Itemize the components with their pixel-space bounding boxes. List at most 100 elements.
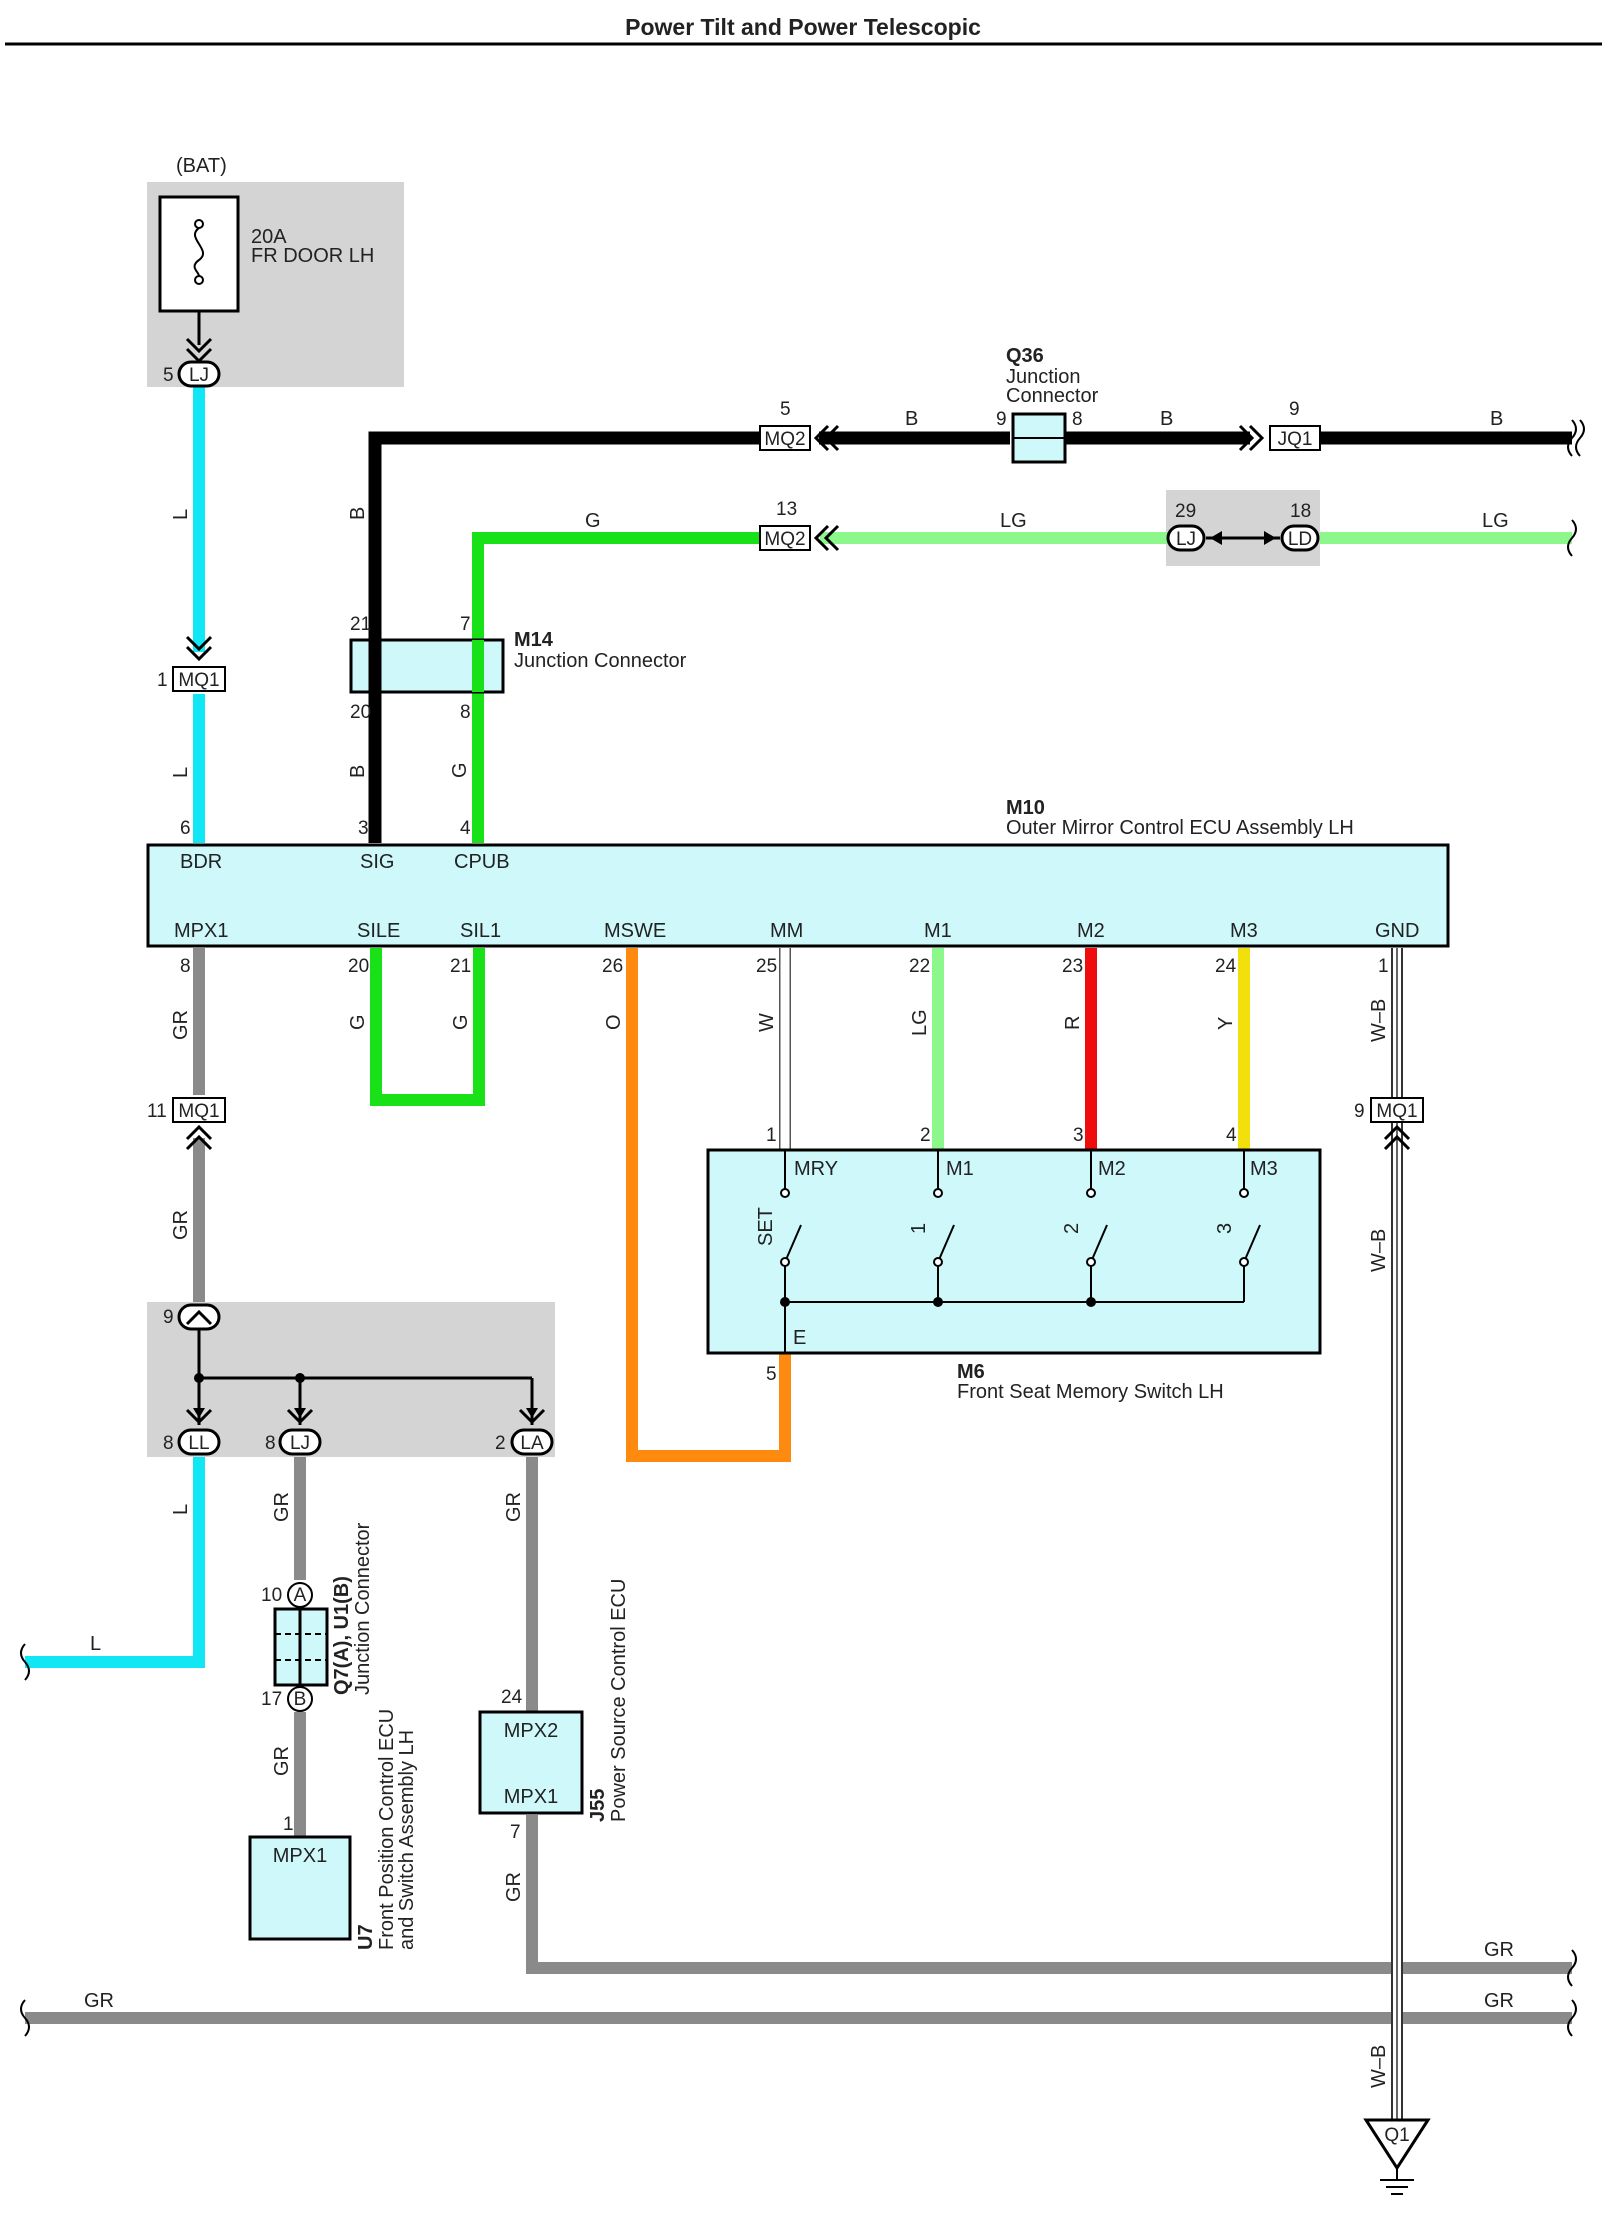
m6-junction-dot bbox=[780, 1297, 790, 1307]
pin-gnd: 1 bbox=[1378, 956, 1389, 977]
connector-lj-mid-label: LJ bbox=[1176, 529, 1196, 550]
fuse-icon bbox=[193, 227, 205, 277]
term-bdr: BDR bbox=[180, 851, 222, 873]
j55-name: Power Source Control ECU bbox=[608, 1579, 630, 1822]
wire-label-wb: W–B bbox=[1368, 999, 1390, 1042]
wire-label-b-m14: B bbox=[347, 507, 369, 520]
q36-name2: Connector bbox=[1006, 385, 1099, 407]
wire-label-o: O bbox=[603, 1014, 625, 1030]
q7-connector-b bbox=[287, 1686, 313, 1712]
pin-mq1-b: 11 bbox=[147, 1101, 167, 1122]
break-symbol-gr2 bbox=[1567, 1999, 1577, 2037]
m10-top-terminals: BDR SIG CPUB 6 3 4 bbox=[180, 818, 510, 873]
wire-label-g-cpub: G bbox=[449, 762, 471, 778]
bat-label: (BAT) bbox=[176, 155, 227, 177]
break-symbol-b bbox=[1567, 419, 1585, 457]
pin-sile: 20 bbox=[348, 956, 369, 977]
pin-q36-r: 8 bbox=[1072, 409, 1083, 430]
pin-ll: 8 bbox=[163, 1433, 174, 1454]
wire-label-lg2: LG bbox=[1482, 510, 1509, 532]
connector-ll bbox=[177, 1428, 221, 1456]
m14-name: Junction Connector bbox=[514, 650, 687, 672]
pin-mq2-b: 5 bbox=[780, 399, 791, 420]
wire-label-wb3: W–B bbox=[1368, 2045, 1390, 2088]
ecu-j55 bbox=[478, 1710, 584, 1815]
switch-m6 bbox=[706, 1148, 1322, 1355]
pin-cpub: 4 bbox=[460, 818, 471, 839]
pin-sil1: 21 bbox=[450, 956, 471, 977]
connector-mq1-b-label: MQ1 bbox=[178, 1101, 219, 1122]
page-title: Power Tilt and Power Telescopic bbox=[625, 14, 981, 40]
u7-name2: and Switch Assembly LH bbox=[396, 1730, 418, 1950]
pin-q7-a: 10 bbox=[261, 1585, 282, 1606]
wire-g-sile-loop bbox=[370, 948, 485, 1106]
term-sig: SIG bbox=[360, 851, 394, 873]
m6-junction-dot bbox=[933, 1297, 943, 1307]
term-m6-m3: M3 bbox=[1250, 1158, 1278, 1180]
pin-m6-4: 4 bbox=[1226, 1125, 1237, 1146]
q7-letter-b: B bbox=[294, 1689, 307, 1710]
wire-label-gr-mpx: GR bbox=[170, 1010, 192, 1040]
m10-bottom-terminals: MPX1 SILE SIL1 MSWE MM M1 M2 M3 GND 8 20… bbox=[174, 920, 1419, 977]
m10-code: M10 bbox=[1006, 797, 1045, 819]
wire-label-lg1: LG bbox=[1000, 510, 1027, 532]
wire-label-gr-lj: GR bbox=[271, 1492, 293, 1522]
pin-m3: 24 bbox=[1215, 956, 1237, 977]
pin-m14-21: 21 bbox=[350, 614, 371, 635]
female-terminal-icon bbox=[1238, 424, 1265, 452]
q7-name: Junction Connector bbox=[352, 1522, 374, 1695]
term-gnd: GND bbox=[1375, 920, 1419, 942]
pin-lj-out: 8 bbox=[265, 1433, 276, 1454]
wire-label-b1: B bbox=[905, 408, 918, 430]
connector-mq2-b bbox=[759, 425, 811, 451]
ecu-u7 bbox=[248, 1835, 352, 1941]
term-mry: MRY bbox=[794, 1158, 838, 1180]
connector-lj-out-label: LJ bbox=[290, 1433, 310, 1454]
wire-label-gr-row1: GR bbox=[1484, 1939, 1514, 1961]
wire-g-cpub bbox=[472, 532, 760, 843]
wire-label-g-sile: G bbox=[347, 1014, 369, 1030]
wire-label-gr-row2b: GR bbox=[1484, 1990, 1514, 2012]
fuse-box bbox=[158, 195, 240, 313]
female-terminal-icon bbox=[1383, 1124, 1411, 1151]
wire-label-lg-m1: LG bbox=[909, 1009, 931, 1036]
switch-3-label: 3 bbox=[1214, 1223, 1236, 1234]
term-sil1: SIL1 bbox=[460, 920, 501, 942]
switch-set-label: SET bbox=[755, 1207, 777, 1246]
switch-1-label: 1 bbox=[908, 1223, 930, 1234]
m14-code: M14 bbox=[514, 629, 554, 651]
fuse-amp: 20A bbox=[251, 226, 287, 248]
m6-code: M6 bbox=[957, 1361, 985, 1383]
pin-jq1: 9 bbox=[1289, 399, 1300, 420]
pin-mpx1: 8 bbox=[180, 956, 191, 977]
connector-mq1-a bbox=[172, 666, 226, 692]
pin-u7-1: 1 bbox=[283, 1814, 294, 1835]
wire-label-w: W bbox=[756, 1013, 778, 1032]
wire-o-mswe bbox=[626, 948, 791, 1462]
pin-q7-b: 17 bbox=[261, 1689, 282, 1710]
pin-bdr: 6 bbox=[180, 818, 191, 839]
q36-code: Q36 bbox=[1006, 345, 1044, 367]
break-symbol-gr1 bbox=[1567, 1949, 1577, 1987]
pin-m6-3: 3 bbox=[1073, 1125, 1084, 1146]
pin-m6-5: 5 bbox=[766, 1364, 777, 1385]
ground-icon bbox=[1363, 2118, 1431, 2171]
term-m6-m2: M2 bbox=[1098, 1158, 1126, 1180]
term-j55-mpx2: MPX2 bbox=[504, 1720, 558, 1742]
pin-mm: 25 bbox=[756, 956, 777, 977]
female-terminal-icon bbox=[185, 1124, 213, 1151]
connector-mq1-b bbox=[172, 1097, 226, 1123]
m6-pins: 1 2 3 4 MRY M1 M2 M3 bbox=[766, 1125, 1278, 1180]
connector-ld-label: LD bbox=[1288, 529, 1312, 550]
term-mm: MM bbox=[770, 920, 803, 942]
switch-2-label: 2 bbox=[1061, 1223, 1083, 1234]
pin-m6-1: 1 bbox=[766, 1125, 777, 1146]
connector-lj-top-label: LJ bbox=[189, 365, 209, 386]
pin-lj-low: 9 bbox=[163, 1307, 174, 1328]
wire-label-r: R bbox=[1062, 1016, 1084, 1030]
term-j55-mpx1: MPX1 bbox=[504, 1786, 558, 1808]
pin-ld: 18 bbox=[1290, 501, 1311, 522]
ground-code: Q1 bbox=[1384, 2125, 1409, 2146]
pin-j55-7: 7 bbox=[510, 1822, 521, 1843]
